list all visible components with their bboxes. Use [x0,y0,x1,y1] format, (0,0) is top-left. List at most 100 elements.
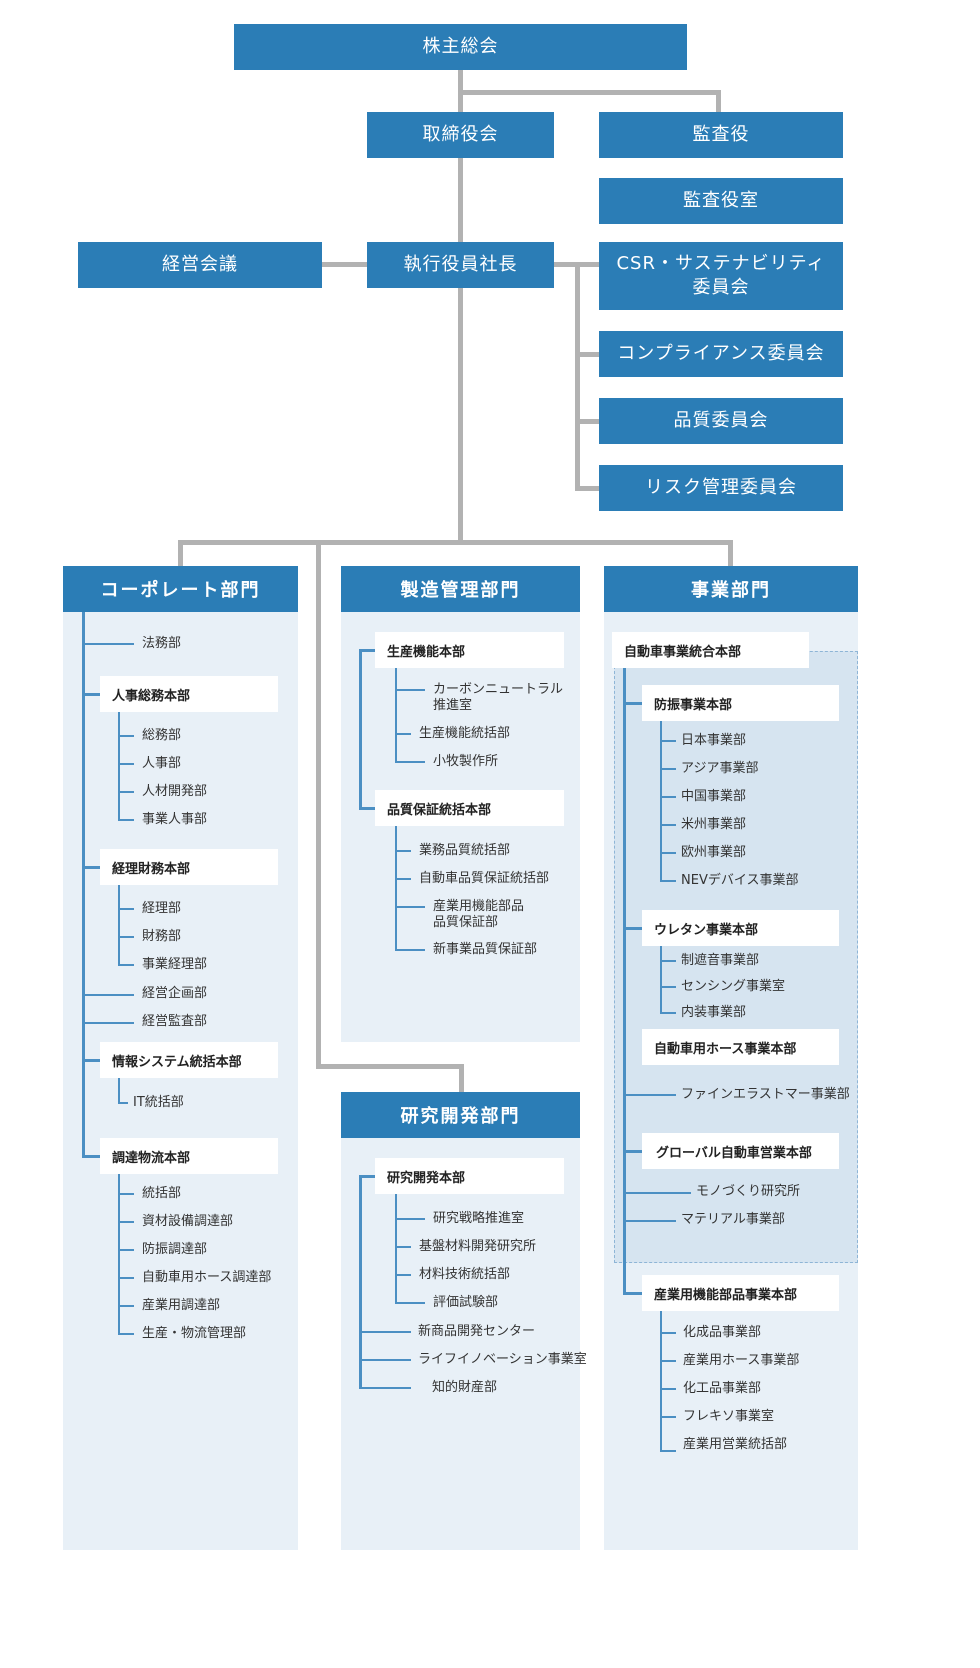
quality-item: 業務品質統括部 [419,843,511,858]
connector-line [575,352,599,357]
connector-line [716,90,721,112]
rnd-item: 材料技術統括部 [419,1267,511,1282]
production-item: 生産機能統括部 [419,726,511,741]
csr-line-2: 委員会 [692,277,750,298]
connector-line [728,540,733,566]
connector-line [178,540,733,545]
csr-line-1: CSR・サステナビリティ [616,253,826,274]
branch-line [660,1012,676,1014]
branch-line [660,796,676,798]
rnd-other: ライフイノベーション事業室 [418,1352,587,1367]
urethane-sub-line [660,946,662,1013]
connector-line [575,262,580,490]
avs-item: 日本事業部 [681,733,747,748]
auto-hose-hq: 自動車用ホース事業本部 [642,1029,839,1065]
rnd-other: 新商品開発センター [418,1324,536,1339]
finance-item: 経理部 [142,901,182,916]
hr-sub-line [118,712,120,820]
audit-dept: 経営監査部 [142,1014,208,1029]
branch-line [82,994,134,996]
branch-line [118,1193,134,1195]
management-meeting-box: 経営会議 [78,242,322,288]
industrial-sub-line [660,1311,662,1452]
finance-hq: 経理財務本部 [100,849,278,885]
connector-line [320,262,368,267]
production-sub-line [395,668,397,762]
branch-line [660,1450,676,1452]
business-trunk-line [623,668,626,1294]
finance-sub-line [118,885,120,965]
industrial-item: フレキソ事業室 [683,1409,775,1424]
legal-dept: 法務部 [142,636,182,651]
rnd-hq: 研究開発本部 [375,1158,564,1194]
auditor-office-box: 監査役室 [599,178,843,224]
urethane-hq: ウレタン事業本部 [642,910,839,946]
rnd-item: 研究戦略推進室 [433,1211,525,1226]
connector-line [575,486,599,491]
production-item-line: 推進室 [433,698,473,713]
branch-line [359,1175,375,1178]
corporate-division-header: コーポレート部門 [63,566,298,612]
connector-line [458,70,463,540]
manufacturing-division-header: 製造管理部門 [341,566,580,612]
production-item: カーボンニュートラル 推進室 [433,682,563,714]
procurement-item: 資材設備調達部 [142,1214,234,1229]
risk-committee-box: リスク管理委員会 [599,465,843,511]
csr-committee-box: CSR・サステナビリティ 委員会 [599,242,843,310]
branch-line [660,1388,676,1390]
global-item: マテリアル事業部 [681,1212,785,1227]
branch-line [660,768,676,770]
hr-item: 総務部 [142,728,182,743]
industrial-item: 化工品事業部 [683,1381,762,1396]
branch-line [359,649,375,652]
branch-line [395,850,411,852]
finance-item: 事業経理部 [142,957,208,972]
shareholders-meeting-box: 株主総会 [234,24,687,70]
rnd-trunk-line [359,1175,362,1389]
procurement-item: 産業用調達部 [142,1298,221,1313]
branch-line [359,807,375,810]
auditor-box: 監査役 [599,112,843,158]
production-item: 小牧製作所 [433,754,499,769]
manufacturing-trunk-line [359,649,362,810]
branch-line [623,1292,642,1295]
quality-item-line: 産業用機能部品 [433,899,525,914]
president-box: 執行役員社長 [367,242,554,288]
branch-line [118,1277,134,1279]
industrial-item: 産業用ホース事業部 [683,1353,800,1368]
industrial-hq: 産業用機能部品事業本部 [642,1275,839,1311]
avs-item: 中国事業部 [681,789,747,804]
rnd-sub-line [395,1194,397,1303]
branch-line [118,1221,134,1223]
branch-line [118,1333,134,1335]
procurement-hq: 調達物流本部 [100,1138,278,1174]
hr-general-hq: 人事総務本部 [100,676,278,712]
branch-line [623,1220,676,1222]
quality-item: 自動車品質保証統括部 [419,871,550,886]
avs-hq: 防振事業本部 [642,685,839,721]
rnd-other: 知的財産部 [432,1380,498,1395]
planning-dept: 経営企画部 [142,986,208,1001]
rnd-item: 基盤材料開発研究所 [419,1239,537,1254]
avs-item: アジア事業部 [681,761,759,776]
global-item: モノづくり研究所 [696,1184,801,1199]
branch-line [82,1155,100,1158]
branch-line [660,824,676,826]
branch-line [395,949,425,951]
branch-line [395,1302,425,1304]
branch-line [623,702,642,705]
rnd-division-header: 研究開発部門 [341,1092,580,1138]
branch-line [395,878,411,880]
global-auto-sales-hq: グローバル自動車営業本部 [642,1133,839,1169]
branch-line [660,960,676,962]
it-item: IT統括部 [133,1095,184,1110]
branch-line [118,763,134,765]
branch-line [660,852,676,854]
it-hq: 情報システム統括本部 [100,1042,278,1078]
branch-line [118,735,134,737]
branch-line [118,1102,128,1104]
corporate-trunk-line [82,612,85,1158]
board-of-directors-box: 取締役会 [367,112,554,158]
branch-line [118,964,134,966]
production-item-line: カーボンニュートラル [433,682,564,697]
